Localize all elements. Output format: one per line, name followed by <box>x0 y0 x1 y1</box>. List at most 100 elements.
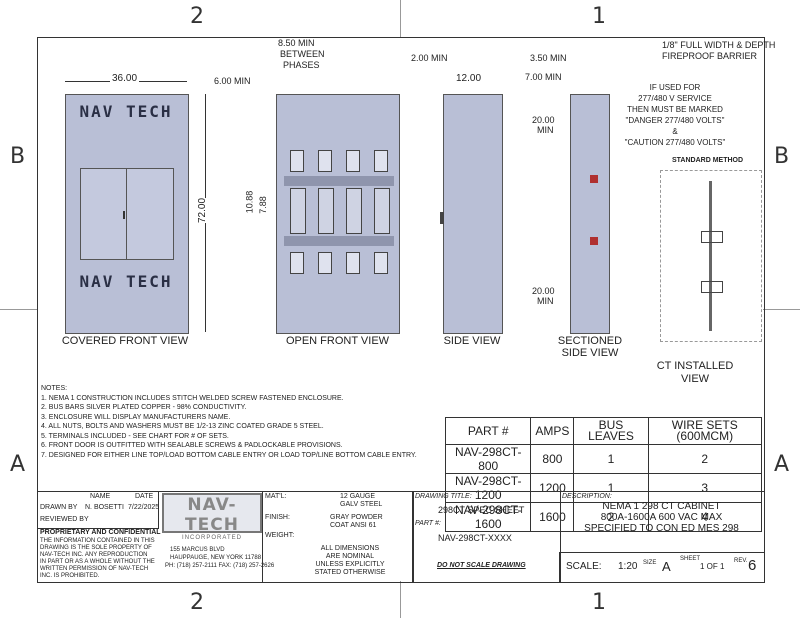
ct-icon <box>346 188 362 234</box>
parts-table-header: PART # AMPS BUS LEAVES WIRE SETS (600MCM… <box>444 417 763 445</box>
wire-cell: 3 <box>647 473 763 503</box>
zone-top-2: 2 <box>190 4 204 29</box>
min-3-5-dim: 3.50 MIN <box>530 53 567 63</box>
part-cell: NAV-298CT-1200 <box>444 473 532 503</box>
voltage-note-line: THEN MUST BE MARKED <box>627 105 723 114</box>
proprietary-text: THE INFORMATION CONTAINED IN THIS DRAWIN… <box>40 538 155 579</box>
company-logo: NAV-TECH INCORPORATED <box>162 493 262 541</box>
dims-note-line: STATED OTHERWISE <box>314 569 386 576</box>
part-value: NAV-298CT-XXXX <box>438 533 512 543</box>
zone-tick <box>0 309 37 310</box>
matl-label: MAT'L: <box>265 493 287 500</box>
table-row: NAV-298CT-1600 1600 2 4 <box>444 502 763 532</box>
terminal-icon <box>346 150 360 172</box>
matl-value-1: 12 GAUGE <box>340 493 376 500</box>
notes-block: NOTES: 1. NEMA 1 CONSTRUCTION INCLUDES S… <box>41 384 417 460</box>
voltage-note-line: "CAUTION 277/480 VOLTS" <box>624 138 726 147</box>
col-header: AMPS <box>530 417 575 445</box>
sectioned-side-view-label: SECTIONED SIDE VIEW <box>545 335 635 359</box>
sectioned-label-line2: SIDE VIEW <box>561 347 619 359</box>
voltage-note-line: & <box>672 127 678 136</box>
matl-value-2: GALV STEEL <box>340 501 383 508</box>
door-seam <box>126 169 127 259</box>
col-header: WIRE SETS (600MCM) <box>647 417 763 445</box>
date-header: DATE <box>135 493 154 500</box>
min-2-dim: 2.00 MIN <box>411 53 448 63</box>
gap-dim-1: 10.88 <box>244 190 255 214</box>
note-item: 7. DESIGNED FOR EITHER LINE TOP/LOAD BOT… <box>41 451 417 459</box>
table-row: NAV-298CT-800 800 1 2 <box>444 444 763 474</box>
cabinet-label-top: NAV TECH <box>79 102 173 121</box>
amps-cell: 1600 <box>530 502 575 532</box>
wire-cell: 2 <box>647 444 763 474</box>
part-label: PART #: <box>415 520 441 527</box>
description-label: DESCRIPTION: <box>562 493 612 500</box>
zone-tick <box>400 581 401 618</box>
terminal-icon <box>346 252 360 274</box>
logo-sub-text: INCORPORATED <box>182 535 242 541</box>
dims-note-line: ARE NOMINAL <box>325 553 375 560</box>
note-item: 3. ENCLOSURE WILL DISPLAY MANUFACTURERS … <box>41 413 231 421</box>
part-cell: NAV-298CT-1600 <box>444 502 532 532</box>
zone-tick <box>400 0 401 37</box>
cabinet-label-bottom: NAV TECH <box>79 272 173 291</box>
weight-label: WEIGHT: <box>265 532 295 539</box>
top-20-dim: 20.00 <box>532 115 555 125</box>
notes-title: NOTES: <box>41 385 68 392</box>
address-line2: HAUPPAUGE, NEW YORK 11788 <box>170 555 262 561</box>
scale-label: SCALE: <box>566 561 602 572</box>
drawn-by-grid <box>37 491 159 529</box>
description-line: 800A-1600A 600 VAC MAX <box>600 512 723 523</box>
dims-note-line: UNLESS EXPLICITLY <box>315 561 385 568</box>
rev-value: 6 <box>748 557 757 574</box>
description: NEMA 1 298 CT CABINET 800A-1600A 600 VAC… <box>560 501 763 534</box>
rev-label: REV. <box>734 558 748 564</box>
ct-icon <box>290 188 306 234</box>
voltage-note-line: "DANGER 277/480 VOLTS" <box>625 116 725 125</box>
bottom-20-dim: 20.00 <box>532 286 555 296</box>
gap-dim-2: 7.88 <box>257 196 268 214</box>
height-dimension: 72.00 <box>197 197 209 224</box>
note-item: 2. BUS BARS SILVER PLATED COPPER - 98% C… <box>41 404 247 411</box>
col-header: PART # <box>444 417 532 445</box>
zone-left-b: B <box>10 144 26 169</box>
finish-value-1: GRAY POWDER <box>330 514 383 521</box>
standard-method-label: STANDARD METHOD <box>672 157 744 164</box>
part-cell: NAV-298CT-800 <box>444 444 532 474</box>
zone-bottom-2: 2 <box>190 590 204 615</box>
terminal-icon <box>290 150 304 172</box>
note-item: 4. ALL NUTS, BOLTS AND WASHERS MUST BE 1… <box>41 423 324 430</box>
side-view-label: SIDE VIEW <box>443 335 501 347</box>
ct-bus-bar <box>709 181 712 331</box>
bus-cell: 1 <box>573 444 649 474</box>
zone-right-b: B <box>774 144 790 169</box>
open-front-view-label: OPEN FRONT VIEW <box>285 335 390 347</box>
phone-fax: PH: (718) 257-2111 FAX: (718) 257-2626 <box>165 563 275 569</box>
width-dimension: 36.00 <box>110 73 140 84</box>
bottom-20-min: MIN <box>537 296 554 306</box>
zone-left-a: A <box>10 452 26 477</box>
top-20-min: MIN <box>537 125 554 135</box>
drawing-title-value: 298CT SPEC SHEET <box>438 505 525 515</box>
zone-bottom-1: 1 <box>592 590 606 615</box>
min-6-dim: 6.00 MIN <box>214 76 251 86</box>
terminal-icon <box>374 150 388 172</box>
size-value: A <box>662 559 671 574</box>
note-item: 1. NEMA 1 CONSTRUCTION INCLUDES STITCH W… <box>41 394 344 402</box>
finish-value-2: COAT ANSI 61 <box>330 522 377 529</box>
barrier-note-1: 1/8" FULL WIDTH & DEPTH <box>662 40 776 50</box>
terminal-icon <box>374 252 388 274</box>
dimensions-note: ALL DIMENSIONS ARE NOMINAL UNLESS EXPLIC… <box>300 545 400 577</box>
barrier-marker <box>590 175 598 183</box>
note-item: 6. FRONT DOOR IS OUTFITTED WITH SEALABLE… <box>41 442 343 449</box>
barrier-note-2: FIREPROOF BARRIER <box>662 51 758 61</box>
zone-right-a: A <box>774 452 790 477</box>
drawn-by-value: N. BOSETTI <box>85 504 124 511</box>
note-item: 5. TERMINALS INCLUDED - SEE CHART FOR # … <box>41 432 229 440</box>
terminal-icon <box>290 252 304 274</box>
terminal-icon <box>318 150 332 172</box>
phases-dim-3: PHASES <box>283 60 320 70</box>
sectioned-label-line1: SECTIONED <box>557 335 623 347</box>
terminal-icon <box>318 252 332 274</box>
material-block <box>262 491 414 583</box>
